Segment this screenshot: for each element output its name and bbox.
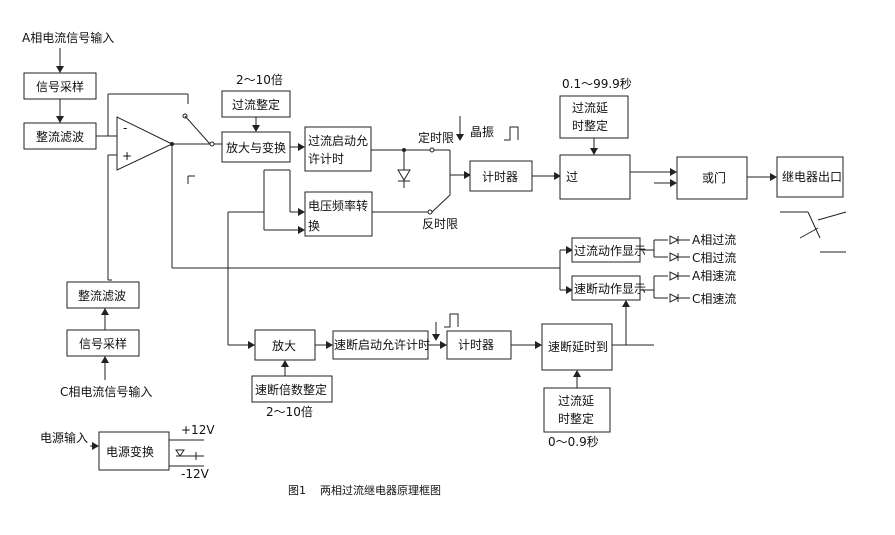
timer-top-label: 计时器 <box>482 170 518 184</box>
rectify-filter-c-label: 整流滤波 <box>78 288 126 303</box>
timer-bottom-block <box>446 330 512 360</box>
range-bottom-label: 2～10倍 <box>266 404 313 419</box>
amplify-transform-block <box>221 131 291 163</box>
amplify-block <box>254 329 316 361</box>
rectify-filter-c-block <box>66 281 140 309</box>
qb-delay-setting-label-2: 时整定 <box>558 411 594 426</box>
op-amp-symbol <box>116 116 174 171</box>
op-amp-minus: - <box>123 121 127 135</box>
qb-delay-setting-block <box>543 387 611 433</box>
definite-time-label: 定时限 <box>418 130 454 145</box>
led-a-qb-icon <box>669 271 680 281</box>
relay-output-label: 继电器出口 <box>782 170 842 184</box>
crystal-label: 晶振 <box>470 125 494 139</box>
qb-delay-to-block <box>541 323 613 371</box>
figure-caption: 图1 两相过流继电器原理框图 <box>288 483 441 497</box>
a-phase-input-label: A相电流信号输入 <box>22 30 114 45</box>
oc-start-permit-label-1: 过流启动允 <box>308 133 368 148</box>
op-amp-plus: + <box>122 149 132 163</box>
vf-convert-label-2: 换 <box>308 219 320 233</box>
oc-start-permit-label-2: 许计时 <box>308 152 344 166</box>
led-c-oc-label: C相过流 <box>692 251 736 265</box>
c-phase-input-label: C相电流信号输入 <box>60 384 152 399</box>
qb-action-display-block <box>571 275 641 301</box>
inverse-time-label: 反时限 <box>422 217 458 231</box>
range-oc-delay-label: 0.1～99.9秒 <box>562 77 632 91</box>
led-a-oc-icon <box>669 235 680 245</box>
qb-multiple-setting-label: 速断倍数整定 <box>255 382 327 397</box>
led-a-qb-label: A相速流 <box>692 269 736 283</box>
or-gate-label: 或门 <box>702 170 726 185</box>
rectify-filter-a-block <box>23 122 97 150</box>
overcurrent-setting-label: 过流整定 <box>232 97 280 112</box>
supply-diode-icon <box>175 449 185 457</box>
amplify-transform-label: 放大与变换 <box>226 140 286 155</box>
timer-bottom-label: 计时器 <box>458 338 494 352</box>
qb-delay-setting-label-1: 过流延 <box>558 394 594 408</box>
qb-start-permit-label: 速断启动允许计时 <box>334 337 430 352</box>
oc-delay-to-label: 过 <box>566 170 578 184</box>
signal-sampling-c-block <box>66 329 140 357</box>
led-c-qb-icon <box>669 293 680 303</box>
range-qb-delay-label: 0～0.9秒 <box>548 435 599 449</box>
range-top-label: 2～10倍 <box>236 72 283 87</box>
qb-multiple-setting-block <box>251 375 333 403</box>
relay-output-block <box>776 156 844 198</box>
amplify-label: 放大 <box>272 338 296 353</box>
or-gate-block <box>676 156 748 200</box>
qb-start-permit-block <box>332 330 429 360</box>
oc-action-display-label: 过流动作显示 <box>574 244 646 258</box>
rectify-filter-a-label: 整流滤波 <box>36 129 84 144</box>
oc-delay-to-block <box>559 154 631 200</box>
oc-delay-setting-label-1: 过流延 <box>572 101 608 115</box>
plus12-label: +12V <box>181 423 215 437</box>
power-transform-label: 电源变换 <box>106 444 154 459</box>
power-transform-block <box>98 431 170 471</box>
qb-delay-to-label: 速断延时到 <box>548 339 608 354</box>
oc-delay-setting-block <box>559 95 629 139</box>
power-input-label: 电源输入 <box>40 430 88 445</box>
led-a-oc-label: A相过流 <box>692 233 736 247</box>
minus12-label: -12V <box>181 467 210 481</box>
led-c-oc-icon <box>669 252 680 262</box>
oc-start-permit-block <box>304 126 372 172</box>
qb-action-display-label: 速断动作显示 <box>574 281 646 296</box>
timer-top-block <box>469 160 533 192</box>
vf-convert-label-1: 电压频率转 <box>308 198 368 213</box>
overcurrent-setting-block <box>221 90 291 118</box>
signal-sampling-c-label: 信号采样 <box>79 336 127 351</box>
signal-sampling-a-label: 信号采样 <box>36 79 84 94</box>
oc-delay-setting-label-2: 时整定 <box>572 118 608 133</box>
led-c-qb-label: C相速流 <box>692 292 736 306</box>
diode-symbol <box>397 169 411 181</box>
vf-convert-block <box>304 191 373 237</box>
